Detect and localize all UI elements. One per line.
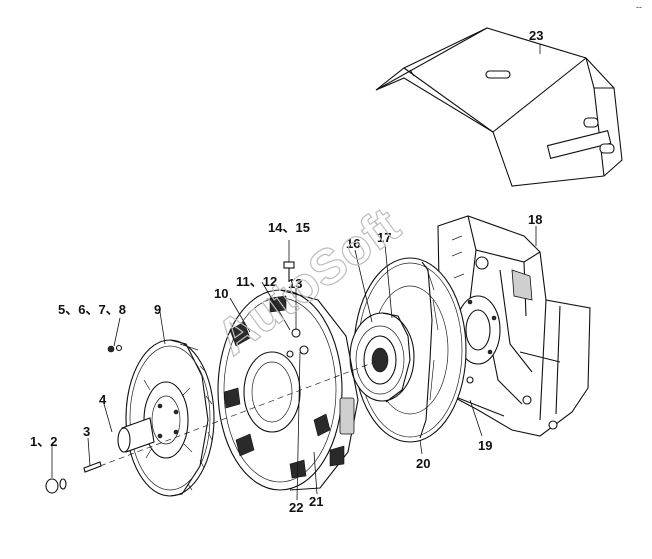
leader-lines <box>51 44 541 501</box>
part-18-clutch-housing <box>437 215 591 437</box>
callout-20: 20 <box>416 456 430 471</box>
callout-11-12: 11、12 <box>236 274 277 289</box>
part-5-8-fastener <box>107 344 123 353</box>
callout-16: 16 <box>346 236 360 251</box>
callout-9: 9 <box>154 302 161 317</box>
callout-19: 19 <box>478 438 492 453</box>
callout-17: 17 <box>377 230 391 245</box>
part-9-flywheel <box>125 339 215 497</box>
callout-10: 10 <box>214 286 228 301</box>
callout-23: 23 <box>529 28 543 43</box>
callout-labels: 23 18 19 20 17 16 14、15 13 11、12 10 9 5、… <box>30 28 543 515</box>
callout-1-2: 1、2 <box>30 434 57 449</box>
callout-14-15: 14、15 <box>268 220 310 235</box>
corner-mark: -- <box>636 2 642 12</box>
callout-13: 13 <box>288 276 302 291</box>
part-3-pin <box>83 461 102 473</box>
callout-21: 21 <box>309 494 323 509</box>
callout-18: 18 <box>528 212 542 227</box>
part-10-pressure-plate <box>217 261 359 491</box>
callout-4: 4 <box>99 392 107 407</box>
callout-3: 3 <box>83 424 90 439</box>
part-4-shaft-flange <box>117 417 155 453</box>
part-16-17-release-bearing <box>349 312 415 403</box>
callout-22: 22 <box>289 500 303 515</box>
part-23-cover-plate <box>375 27 623 187</box>
callout-5-8: 5、6、7、8 <box>58 302 126 317</box>
part-1-2-nut-washer <box>45 478 67 494</box>
